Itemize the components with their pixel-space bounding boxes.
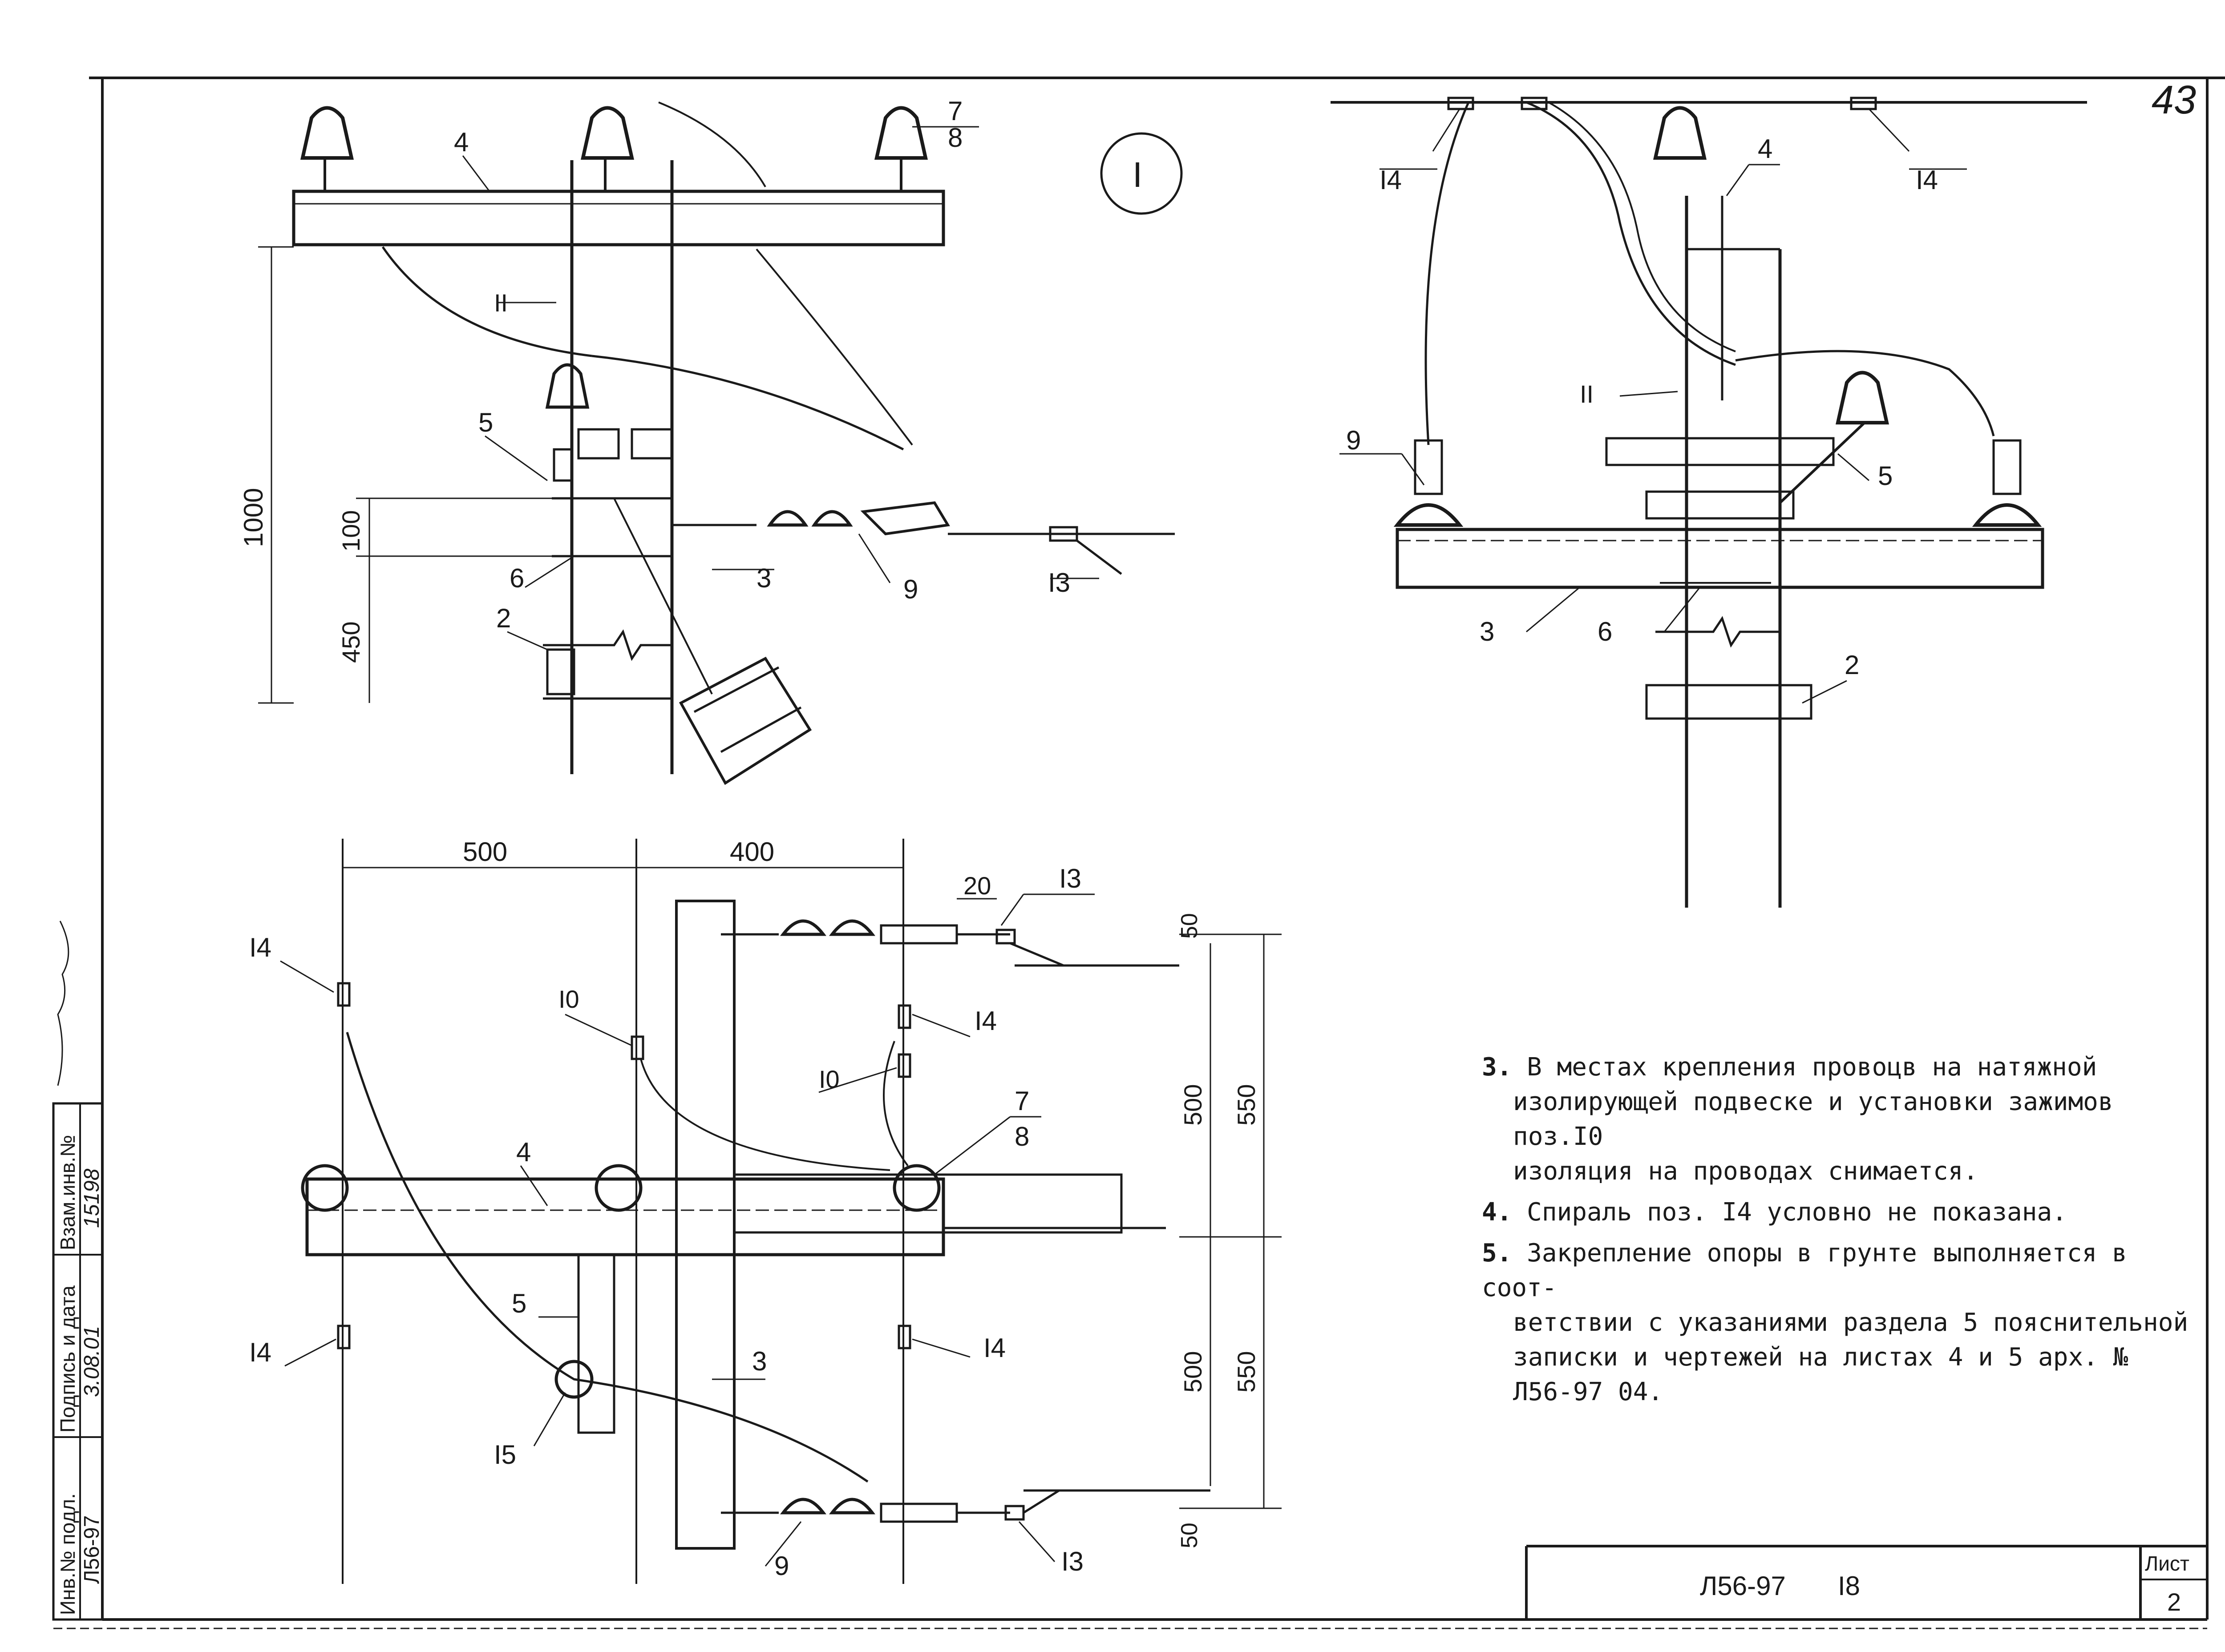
label-crossarm: 4: [516, 1137, 531, 1167]
label-clamp-br: I4: [983, 1333, 1006, 1363]
insulator-center: [581, 106, 634, 191]
stamp-vzam: Взам.инв.№: [56, 1135, 79, 1250]
dim-top-off: 50: [1177, 913, 1202, 939]
dim-span-right: 400: [730, 837, 774, 867]
label-ring: I5: [494, 1440, 516, 1470]
label-brace: 5: [478, 408, 493, 437]
label-insulator-sub: 8: [1015, 1122, 1029, 1151]
insulator-left: [300, 106, 354, 191]
view-top-left: 1000 100 450 4 7 8 II 5 6 2 3 9 I3: [239, 96, 1175, 785]
label-clamp-tl: I4: [249, 933, 271, 962]
label-bracket: 2: [496, 603, 511, 633]
label-brace: 5: [512, 1288, 526, 1318]
note-3-number: 3.: [1482, 1053, 1512, 1082]
label-tension-rod: 3: [752, 1346, 767, 1376]
title-sheet-ref: I8: [1838, 1571, 1860, 1601]
side-stamp: Взам.инв.№ Подпись и дата Инв.№ подл. 15…: [52, 921, 104, 1621]
label-insulator-sub: 8: [948, 123, 963, 153]
view-marker: I: [1100, 132, 1183, 215]
dim-mid-upper: 500: [1179, 1084, 1207, 1126]
handwritten-signature: [57, 921, 69, 1086]
dim-span-left: 500: [463, 837, 507, 867]
note-5-line-2: ветствии с указаниями раздела 5 поясните…: [1513, 1308, 2189, 1337]
note-5-line-1: Закрепление опоры в грунте выполняется в…: [1482, 1239, 2127, 1302]
label-bracket: 2: [1845, 650, 1859, 680]
sheet-frame: [53, 77, 2225, 1629]
note-3-line-3: изоляция на проводах снимается.: [1513, 1157, 1978, 1186]
label-insulator: 7: [948, 96, 963, 126]
dim-mid-lower: 500: [1179, 1351, 1207, 1393]
note-3: 3. В местах крепления провоцв на натяжно…: [1482, 1050, 2216, 1189]
label-spiral: I3: [1048, 568, 1070, 598]
note-3-line-2: изолирующей подвеске и установки зажимов…: [1513, 1087, 2113, 1151]
note-5: 5. Закрепление опоры в грунте выполняетс…: [1482, 1236, 2216, 1410]
stamp-date: 3.08.01: [80, 1326, 104, 1397]
dim-gap: 20: [963, 872, 991, 900]
stamp-podpis: Подпись и дата: [56, 1285, 79, 1433]
label-clamp-r1: I4: [975, 1006, 997, 1036]
note-4: 4. Спираль поз. I4 условно не показана.: [1482, 1195, 2216, 1230]
notes-block: 3. В местах крепления провоцв на натяжно…: [1482, 1050, 2216, 1410]
dim-upper: 100: [337, 510, 365, 552]
label-insulator-left: 9: [1346, 425, 1361, 455]
label-clamp-10a: I0: [558, 985, 579, 1013]
label-clamp-bl: I4: [249, 1337, 271, 1367]
label-clamp-II: II: [1580, 380, 1594, 408]
label-clamp-10b: I0: [819, 1065, 840, 1093]
label-brace: 5: [1878, 461, 1893, 491]
title-list-no: 2: [2167, 1588, 2181, 1616]
label-string: 9: [774, 1551, 789, 1581]
label-spiral-top: I3: [1059, 864, 1081, 893]
note-5-number: 5.: [1482, 1239, 1512, 1268]
stamp-doc-code: Л56-97: [80, 1515, 104, 1584]
label-crossarm: 4: [454, 127, 469, 157]
label-clamp-right: I4: [1916, 165, 1938, 195]
note-3-line-1: В местах крепления провоцв на натяжной: [1527, 1053, 2097, 1082]
dim-lower: 450: [337, 622, 365, 663]
dim-mid-lower-total: 550: [1232, 1351, 1260, 1393]
insulator-right: [874, 106, 928, 191]
stamp-inv-podl: Инв.№ подл.: [56, 1493, 79, 1615]
label-string: 9: [903, 574, 918, 604]
svg-text:I: I: [1133, 155, 1142, 194]
label-spiral-bottom: I3: [1061, 1547, 1084, 1576]
label-crossarm: 4: [1758, 134, 1772, 164]
title-code: Л56-97: [1700, 1571, 1786, 1601]
note-4-number: 4.: [1482, 1198, 1512, 1227]
title-block: Л56-97 I8 Лист 2: [1525, 1545, 2207, 1620]
handwritten-sheet-number: 43: [2152, 78, 2196, 122]
label-clamp-II: II: [494, 289, 508, 317]
label-insulator: 7: [1015, 1086, 1029, 1116]
label-crossarm-low: 3: [1480, 617, 1494, 646]
view-top-right: I4 I4 4 II 9 5 3 6 2: [1331, 97, 2087, 908]
dim-total: 1000: [239, 488, 268, 547]
view-bottom-left: 500 400 20: [249, 837, 1282, 1584]
label-tension-rod: 3: [756, 563, 771, 593]
label-ring: 6: [1598, 617, 1612, 646]
note-4-line-1: Спираль поз. I4 условно не показана.: [1527, 1198, 2067, 1227]
label-clamp-left: I4: [1380, 165, 1402, 195]
dim-mid-upper-total: 550: [1232, 1084, 1260, 1126]
note-5-line-4: Л56-97 04.: [1513, 1377, 1663, 1406]
label-ring: 6: [510, 563, 524, 593]
note-5-line-3: записки и чертежей на листах 4 и 5 арх. …: [1513, 1343, 2128, 1372]
title-list-label: Лист: [2145, 1552, 2189, 1575]
stamp-inv-no: 15198: [80, 1168, 104, 1228]
dim-bottom-off: 50: [1177, 1523, 1202, 1548]
